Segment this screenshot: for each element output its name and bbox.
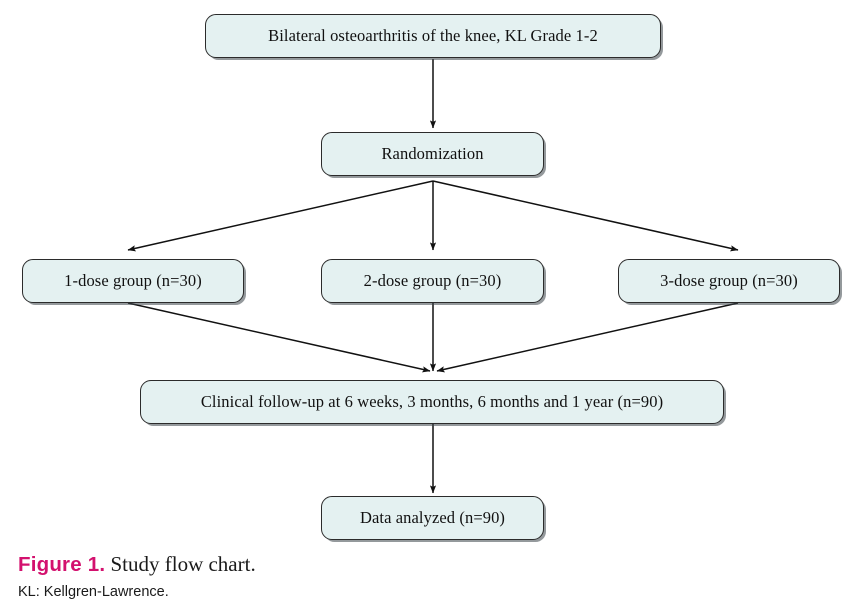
node-enrollment: Bilateral osteoarthritis of the knee, KL… (205, 14, 661, 58)
node-randomization: Randomization (321, 132, 544, 176)
node-followup: Clinical follow-up at 6 weeks, 3 months,… (140, 380, 724, 424)
edge-randomization-group3 (432, 180, 739, 252)
figure-number-label: Figure 1. (18, 553, 106, 576)
figure-caption: Figure 1. Study flow chart. KL: Kellgren… (18, 552, 848, 602)
figure-abbreviation-note: KL: Kellgren-Lawrence. (18, 584, 169, 601)
node-group2: 2-dose group (n=30) (321, 259, 544, 303)
edge-group3-followup (436, 302, 739, 373)
edge-randomization-group1 (127, 180, 434, 252)
figure-title-text: Study flow chart. (110, 552, 256, 576)
node-group3: 3-dose group (n=30) (618, 259, 840, 303)
node-group1: 1-dose group (n=30) (22, 259, 244, 303)
node-analysis: Data analyzed (n=90) (321, 496, 544, 540)
edge-group1-followup (127, 302, 431, 373)
caption-main-line: Figure 1. Study flow chart. (18, 552, 848, 577)
